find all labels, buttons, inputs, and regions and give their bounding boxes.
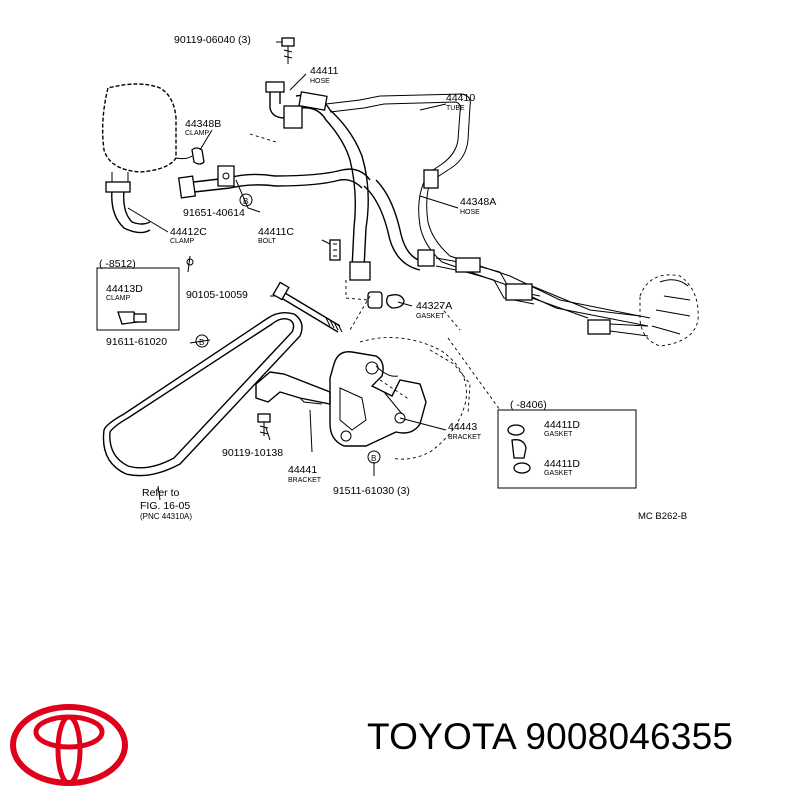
label-91511-61030: 91511-61030 (3) bbox=[333, 485, 410, 497]
drive-belt bbox=[102, 311, 303, 477]
reservoir-tank bbox=[101, 83, 177, 187]
label-44411d-num-1: 44411D bbox=[544, 419, 580, 431]
label-44412c-num: 44412C bbox=[170, 226, 207, 238]
label-44443-num: 44443 bbox=[448, 421, 477, 433]
gasket-44327a bbox=[345, 280, 405, 331]
circle-b-marker-2: B bbox=[195, 334, 209, 348]
label-44411-num: 44411 bbox=[310, 65, 339, 77]
label-44348a-num: 44348A bbox=[460, 196, 496, 208]
label-8512-range: ( -8512) bbox=[99, 258, 136, 270]
bolt-90119-06040 bbox=[281, 37, 295, 64]
svg-text:B: B bbox=[243, 197, 248, 206]
diagram-code: MC B262-B bbox=[638, 511, 687, 522]
gasket-44411d-box bbox=[497, 409, 637, 489]
label-44413d-num: 44413D bbox=[106, 283, 143, 295]
leader-lines bbox=[127, 41, 459, 501]
bolt-90105-10059 bbox=[272, 281, 343, 333]
bolt-90119-10138 bbox=[257, 413, 271, 436]
hose-assembly-top bbox=[105, 81, 699, 347]
svg-text:B: B bbox=[371, 454, 376, 463]
label-44411-desc: HOSE bbox=[310, 78, 330, 85]
label-44441-num: 44441 bbox=[288, 464, 317, 476]
label-44441-desc: BRACKET bbox=[288, 477, 322, 484]
hose-bracket bbox=[217, 165, 235, 187]
label-44348b-desc: CLAMP bbox=[185, 130, 209, 137]
circle-b-marker-3: B bbox=[367, 450, 381, 464]
pump-bracket bbox=[255, 337, 471, 460]
ref-label-line2: FIG. 16-05 bbox=[140, 500, 190, 512]
label-44413d-desc: CLAMP bbox=[106, 295, 130, 302]
ref-label-line1: Refer to bbox=[142, 487, 180, 499]
label-44443-desc: BRACKET bbox=[448, 434, 482, 441]
label-44411c-num: 44411C bbox=[258, 226, 294, 238]
brand-part-number: TOYOTA 9008046355 bbox=[367, 716, 734, 757]
label-8406-range: ( -8406) bbox=[510, 399, 547, 411]
circle-b-marker-1: B bbox=[239, 193, 253, 207]
label-44327a-num: 44327A bbox=[416, 300, 452, 312]
label-44348b-num: 44348B bbox=[185, 118, 221, 130]
label-90105-10059: 90105-10059 bbox=[186, 289, 248, 301]
bolt-44411c bbox=[329, 239, 341, 261]
label-44412c-desc: CLAMP bbox=[170, 238, 194, 245]
label-44411c-desc: BOLT bbox=[258, 238, 276, 245]
label-44327a-desc: GASKET bbox=[416, 313, 445, 320]
label-44410-num: 44410 bbox=[446, 92, 475, 104]
label-91651-40614: 91651-40614 bbox=[183, 207, 245, 219]
label-44411d-desc-1: GASKET bbox=[544, 431, 573, 438]
label-44411d-desc-2: GASKET bbox=[544, 470, 573, 477]
ref-label-line3: (PNC 44310A) bbox=[140, 512, 192, 521]
label-44411d-num-2: 44411D bbox=[544, 458, 580, 470]
label-90119-06040: 90119-06040 (3) bbox=[174, 34, 251, 46]
clamp-44413d-box bbox=[96, 255, 194, 331]
label-44348a-desc: HOSE bbox=[460, 209, 480, 216]
label-44410-desc: TUBE bbox=[446, 105, 465, 112]
svg-text:B: B bbox=[199, 338, 204, 347]
label-91611-61020: 91611-61020 bbox=[106, 336, 167, 348]
toyota-logo-icon bbox=[10, 704, 128, 786]
clamp-44348b bbox=[175, 147, 205, 165]
label-90119-10138: 90119-10138 bbox=[222, 447, 283, 459]
